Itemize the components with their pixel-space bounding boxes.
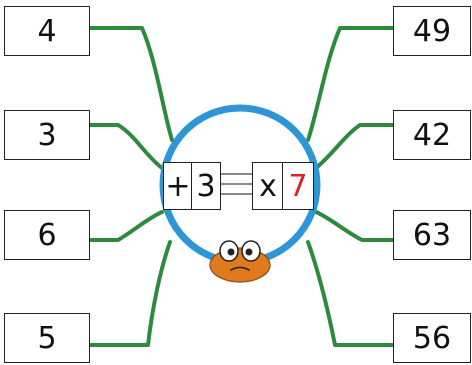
output-box: 49: [393, 6, 471, 56]
output-box: 56: [393, 313, 471, 363]
leg-upper-right: [314, 123, 395, 170]
op2-symbol: x: [259, 168, 277, 204]
op2-value: 7: [288, 168, 308, 204]
spider-body: [209, 240, 271, 283]
op1-symbol: +: [165, 168, 191, 204]
op1-value: 3: [196, 168, 216, 204]
op1-value-cell[interactable]: 3: [191, 162, 221, 210]
output-value: 63: [412, 217, 452, 253]
output-box: 63: [393, 210, 471, 260]
leg-top-right: [306, 26, 395, 142]
input-box: 6: [4, 210, 90, 260]
input-box: 4: [4, 6, 90, 56]
leg-top-left: [88, 26, 174, 142]
leg-lower-right: [314, 210, 395, 242]
input-value: 3: [37, 117, 57, 153]
leg-lower-left: [88, 210, 164, 242]
input-value: 4: [37, 13, 57, 49]
leg-bottom-right: [306, 240, 395, 347]
input-box: 3: [4, 110, 90, 160]
leg-upper-left: [88, 123, 164, 170]
input-box: 5: [4, 313, 90, 363]
output-box: 42: [393, 110, 471, 160]
input-value: 6: [37, 217, 57, 253]
output-value: 56: [412, 320, 452, 356]
input-value: 5: [37, 320, 57, 356]
op2-symbol-cell: x: [252, 162, 284, 210]
leg-bottom-left: [88, 240, 172, 347]
op2-value-cell[interactable]: 7: [282, 162, 314, 210]
output-value: 49: [412, 13, 452, 49]
output-value: 42: [412, 117, 452, 153]
op1-symbol-cell: +: [163, 162, 193, 210]
